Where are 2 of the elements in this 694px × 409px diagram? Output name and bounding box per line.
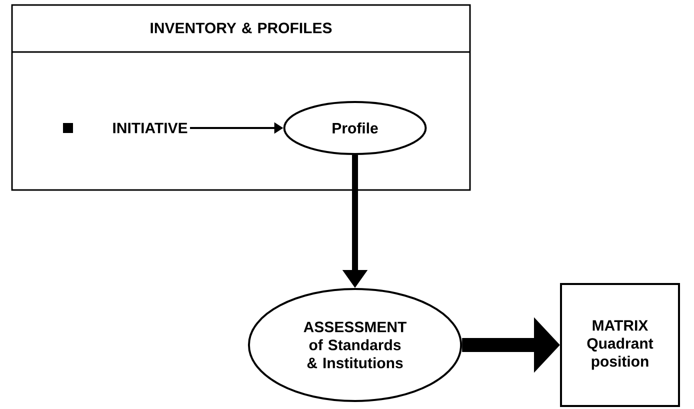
matrix-box: MATRIX Quadrant position <box>560 283 680 407</box>
node-text: INITIATIVE <box>113 122 188 134</box>
